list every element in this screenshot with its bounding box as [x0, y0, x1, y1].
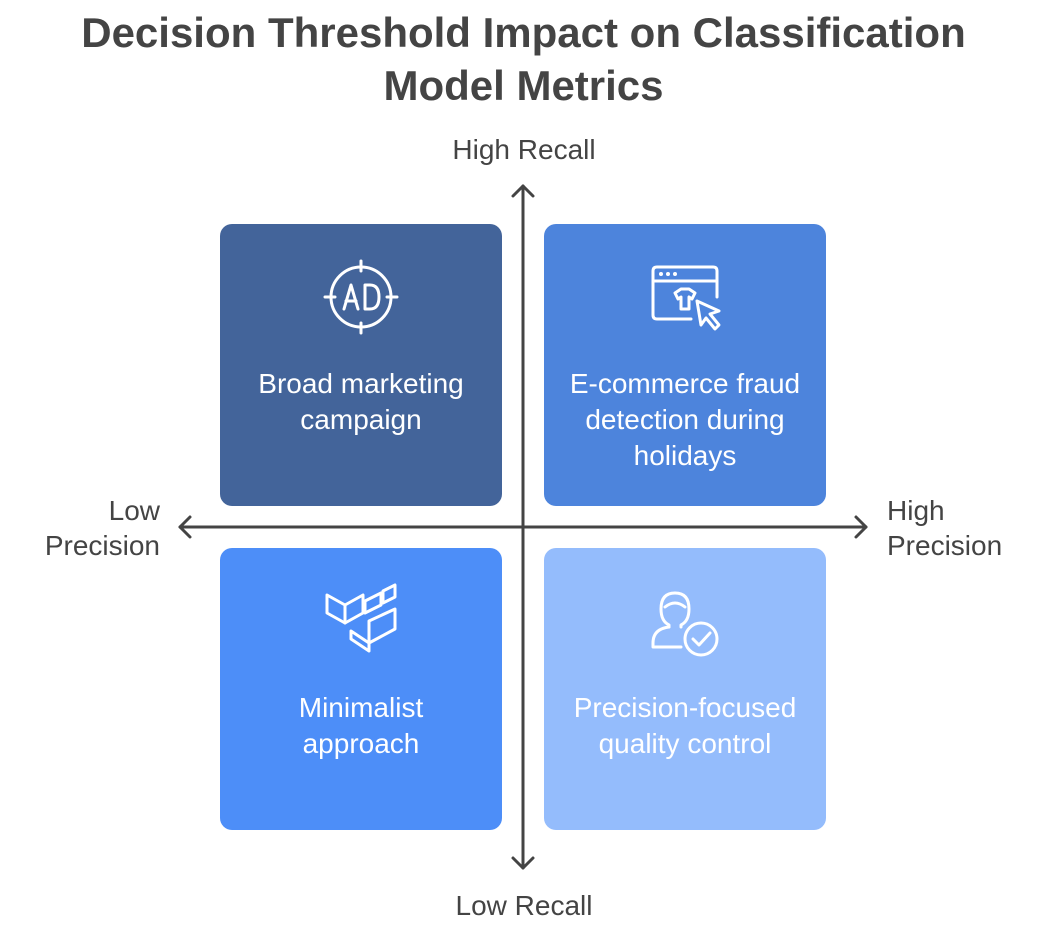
quadrant-text-line-1: Minimalist — [298, 692, 424, 723]
axis-label-high-precision: High Precision — [887, 493, 1047, 563]
quadrant-text-line-3: holidays — [633, 440, 737, 471]
quadrant-text: Precision-focused quality control — [554, 690, 816, 762]
arrow-up-icon — [511, 184, 535, 198]
quadrant-minimalist-approach: Minimalist approach — [220, 548, 502, 830]
quadrant-text-line-1: Precision-focused — [573, 692, 797, 723]
quadrant-text-line-1: Broad marketing — [258, 368, 464, 399]
quadrant-text-line-2: approach — [302, 728, 420, 759]
axis-label-low-recall: Low Recall — [455, 890, 593, 921]
web-shop-cursor-icon — [651, 265, 721, 331]
user-check-icon — [651, 591, 719, 657]
axis-label-low-precision-line-2: Precision — [44, 530, 160, 561]
axis-label-low-precision: Low Precision — [0, 493, 160, 563]
quadrant-text-line-2: campaign — [300, 404, 422, 435]
quadrant-text-line-1: E-commerce fraud — [569, 368, 801, 399]
title-line-1: Decision Threshold Impact on Classificat… — [81, 9, 966, 56]
axis-label-low-precision-line-1: Low — [108, 495, 160, 526]
axis-label-high-recall: High Recall — [452, 134, 596, 165]
axis-label-high-precision-line-1: High — [887, 495, 945, 526]
quadrant-text-line-2: quality control — [598, 728, 772, 759]
quadrant-text: E-commerce fraud detection during holida… — [554, 366, 816, 474]
quadrant-text: Broad marketing campaign — [230, 366, 492, 438]
quadrant-text-line-2: detection during — [585, 404, 785, 435]
arrow-left-icon — [178, 515, 192, 539]
page-title: Decision Threshold Impact on Classificat… — [0, 6, 1047, 112]
quadrant-precision-focused-quality-control: Precision-focused quality control — [544, 548, 826, 830]
quadrant-text: Minimalist approach — [230, 690, 492, 762]
arrow-down-icon — [511, 856, 535, 870]
quadrant-broad-marketing-campaign: Broad marketing campaign — [220, 224, 502, 506]
arrow-right-icon — [854, 515, 868, 539]
ad-target-icon — [323, 259, 399, 335]
axis-label-high-precision-line-2: Precision — [887, 530, 1003, 561]
material-logo-icon — [325, 583, 397, 653]
title-line-2: Model Metrics — [383, 62, 664, 109]
quadrant-ecommerce-fraud-detection: E-commerce fraud detection during holida… — [544, 224, 826, 506]
